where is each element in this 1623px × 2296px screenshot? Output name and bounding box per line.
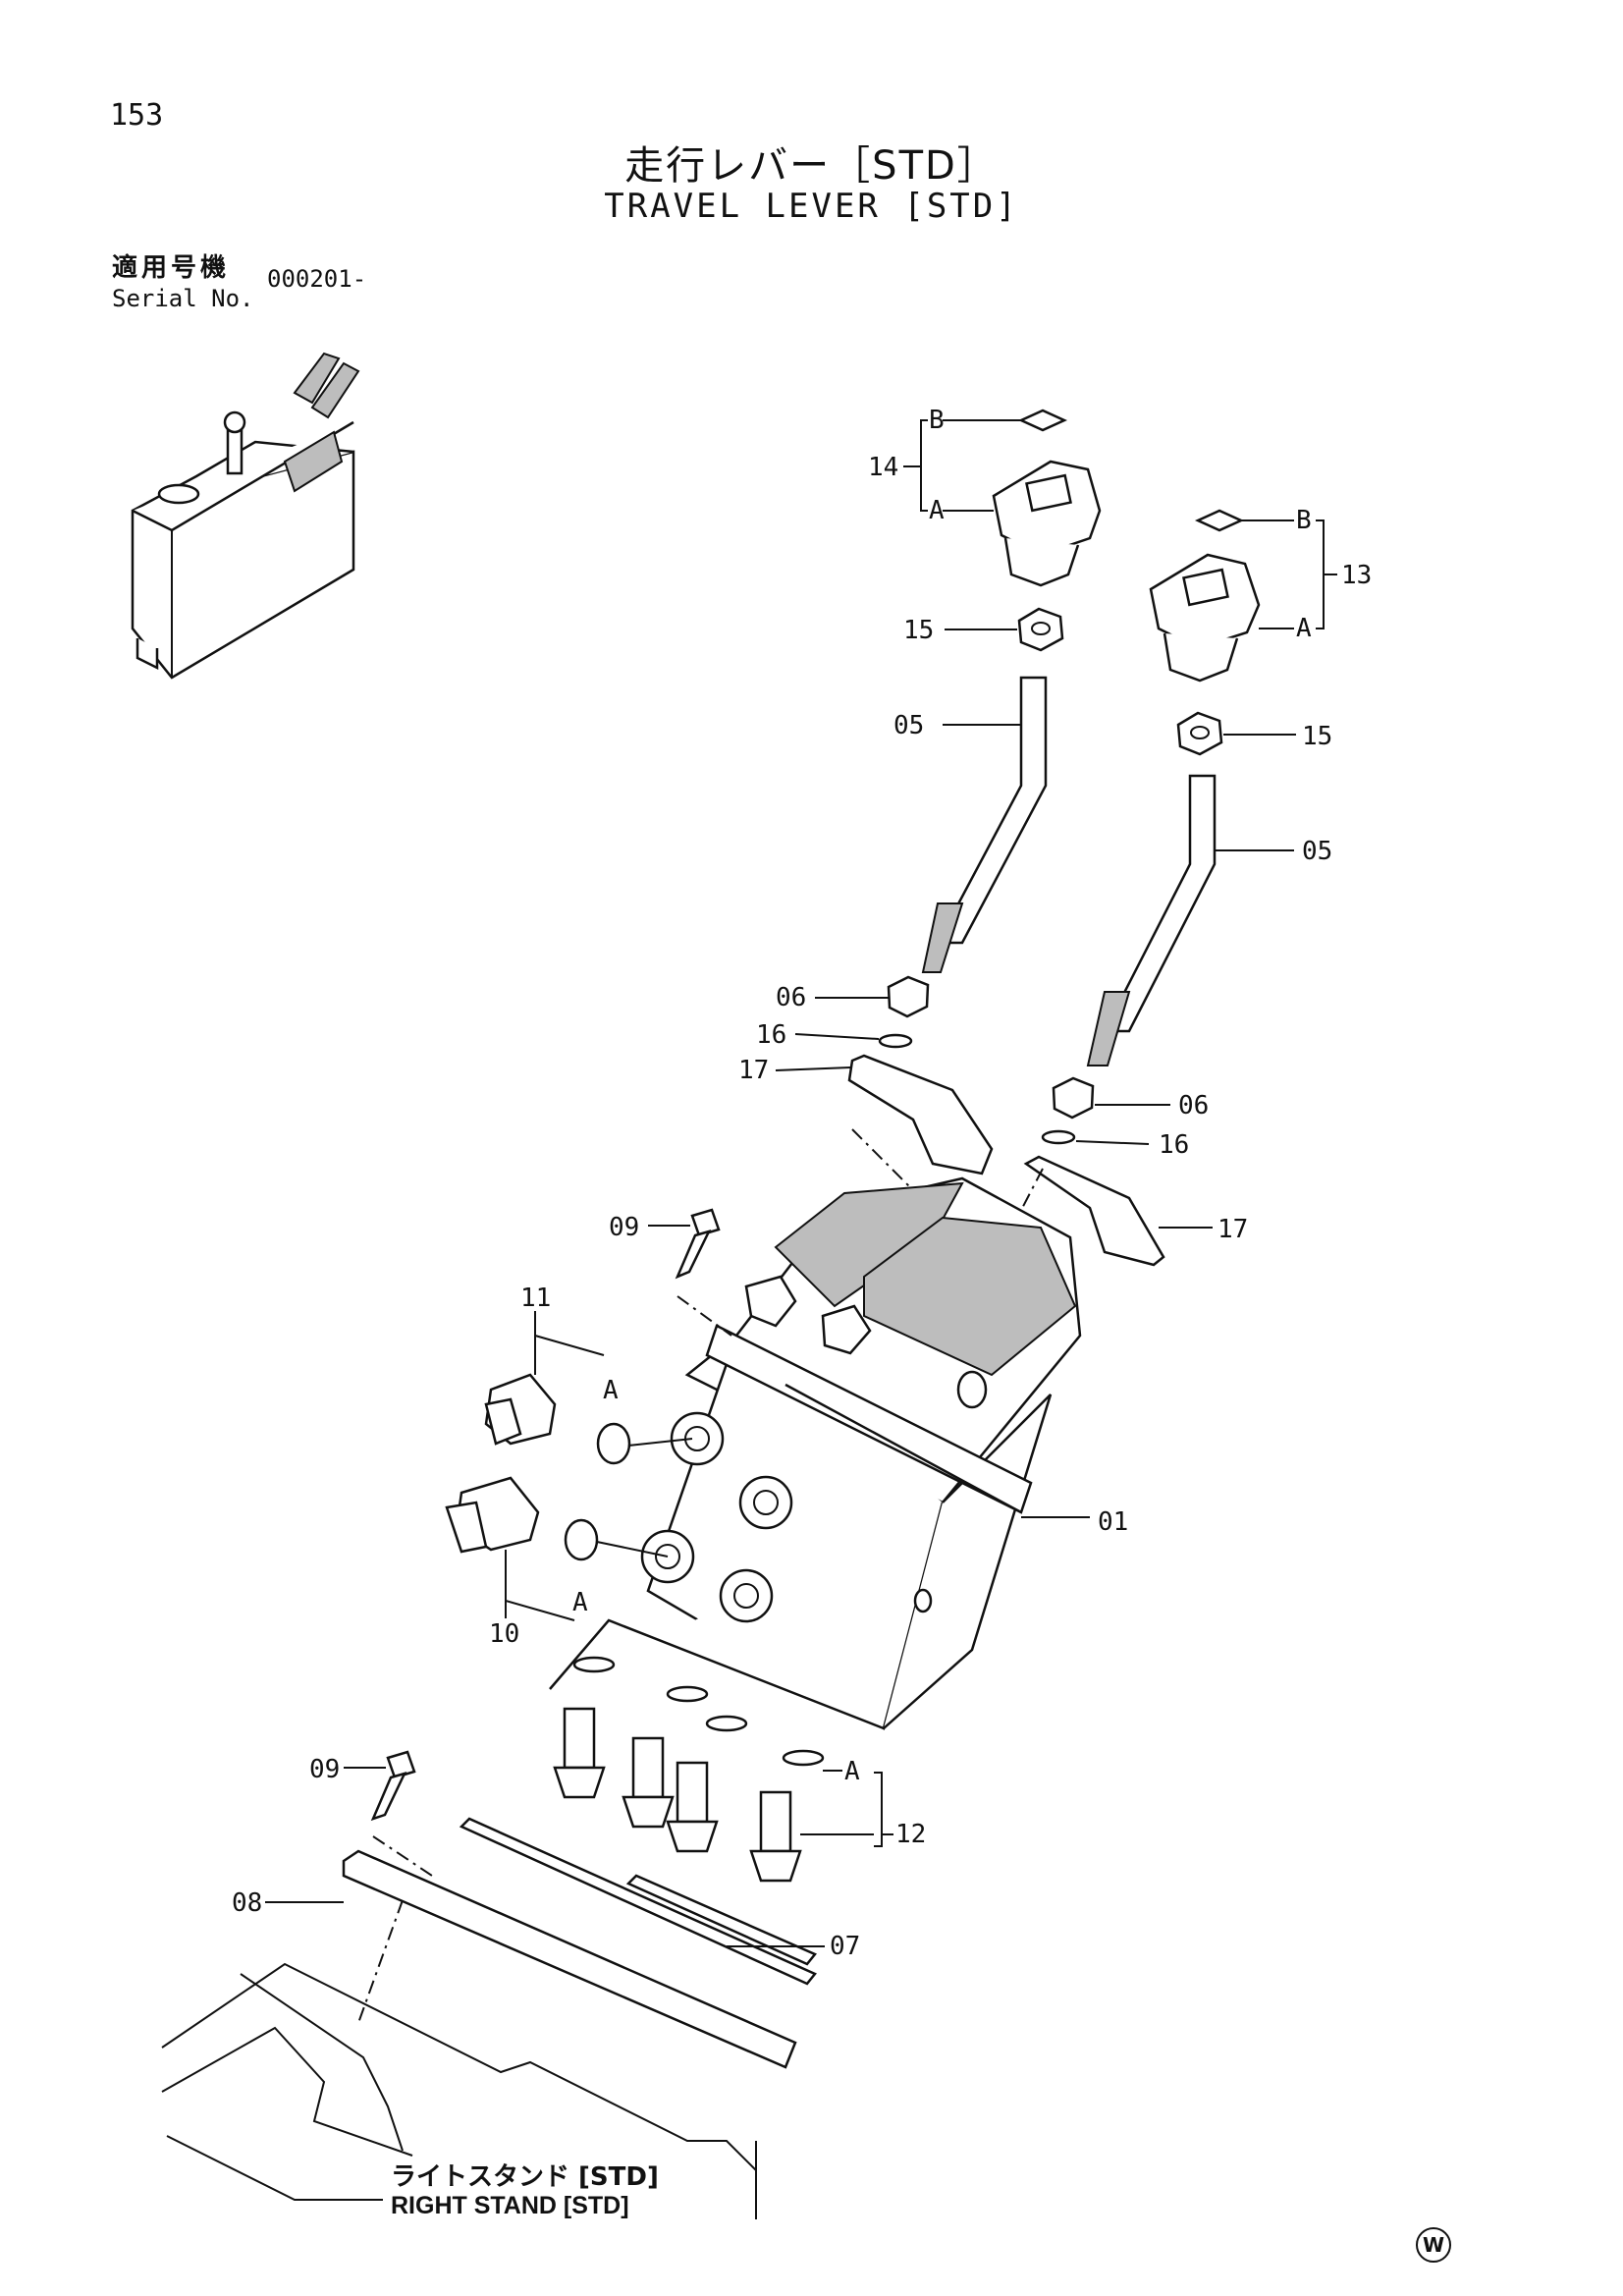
serial-label-english: Serial No. (112, 285, 254, 312)
overview-thumbnail (131, 352, 360, 680)
part-10-11-elbows (445, 1311, 693, 1621)
callout-05a: 05 (893, 711, 924, 740)
callout-15b: 15 (1302, 722, 1332, 751)
callout-12: 12 (895, 1820, 926, 1849)
right-stand-outline (161, 1962, 757, 2219)
callout-17b: 17 (1217, 1215, 1248, 1244)
callout-01: 01 (1098, 1507, 1128, 1537)
part-09-screws (344, 1208, 732, 1877)
part-01-pilot-valve (549, 1176, 1090, 1730)
callout-10: 10 (489, 1619, 519, 1649)
callout-14: 14 (868, 453, 898, 482)
stand-label-japanese: ライトスタンド [STD] (391, 2162, 659, 2192)
sublabel-12-a: A (844, 1757, 860, 1786)
sublabel-14-a: A (929, 496, 945, 525)
callout-06b: 06 (1178, 1091, 1209, 1121)
serial-number-value: 000201- (267, 265, 367, 293)
callout-07: 07 (830, 1932, 860, 1961)
callout-16b: 16 (1159, 1130, 1189, 1160)
part-13-knob (1149, 509, 1337, 683)
title-japanese: 走行レバー［STD］ (624, 143, 999, 189)
sublabel-13-b: B (1296, 506, 1312, 535)
callout-09b: 09 (309, 1755, 340, 1784)
callout-16a: 16 (756, 1020, 786, 1050)
sublabel-13-a: A (1296, 614, 1312, 643)
callout-15a: 15 (903, 616, 934, 645)
callout-09a: 09 (609, 1213, 639, 1242)
stand-label-english: RIGHT STAND [STD] (391, 2192, 629, 2219)
corner-mark: W (1416, 2227, 1451, 2263)
page-number: 153 (110, 98, 164, 133)
part-05-levers (921, 676, 1294, 1066)
part-14-knob (903, 409, 1102, 587)
part-07-08-plates (265, 1817, 825, 2069)
sublabel-10-a: A (572, 1588, 588, 1617)
callout-05b: 05 (1302, 837, 1332, 866)
callout-labels: 01 05 05 06 06 07 08 09 09 10 11 12 13 1… (232, 406, 1372, 1961)
title-english: TRAVEL LEVER [STD] (604, 187, 1019, 226)
part-06-16-17-set (775, 975, 1213, 1268)
sublabel-11-a: A (603, 1376, 619, 1405)
serial-label-japanese: 適用号機 (112, 253, 231, 283)
callout-13: 13 (1341, 561, 1372, 590)
callout-08: 08 (232, 1888, 262, 1918)
callout-11: 11 (520, 1284, 551, 1313)
sublabel-14-b: B (929, 406, 945, 435)
part-15-nuts (945, 607, 1296, 756)
part-12-fittings (553, 1656, 893, 1883)
callout-17a: 17 (738, 1056, 769, 1085)
callout-06a: 06 (776, 983, 806, 1012)
